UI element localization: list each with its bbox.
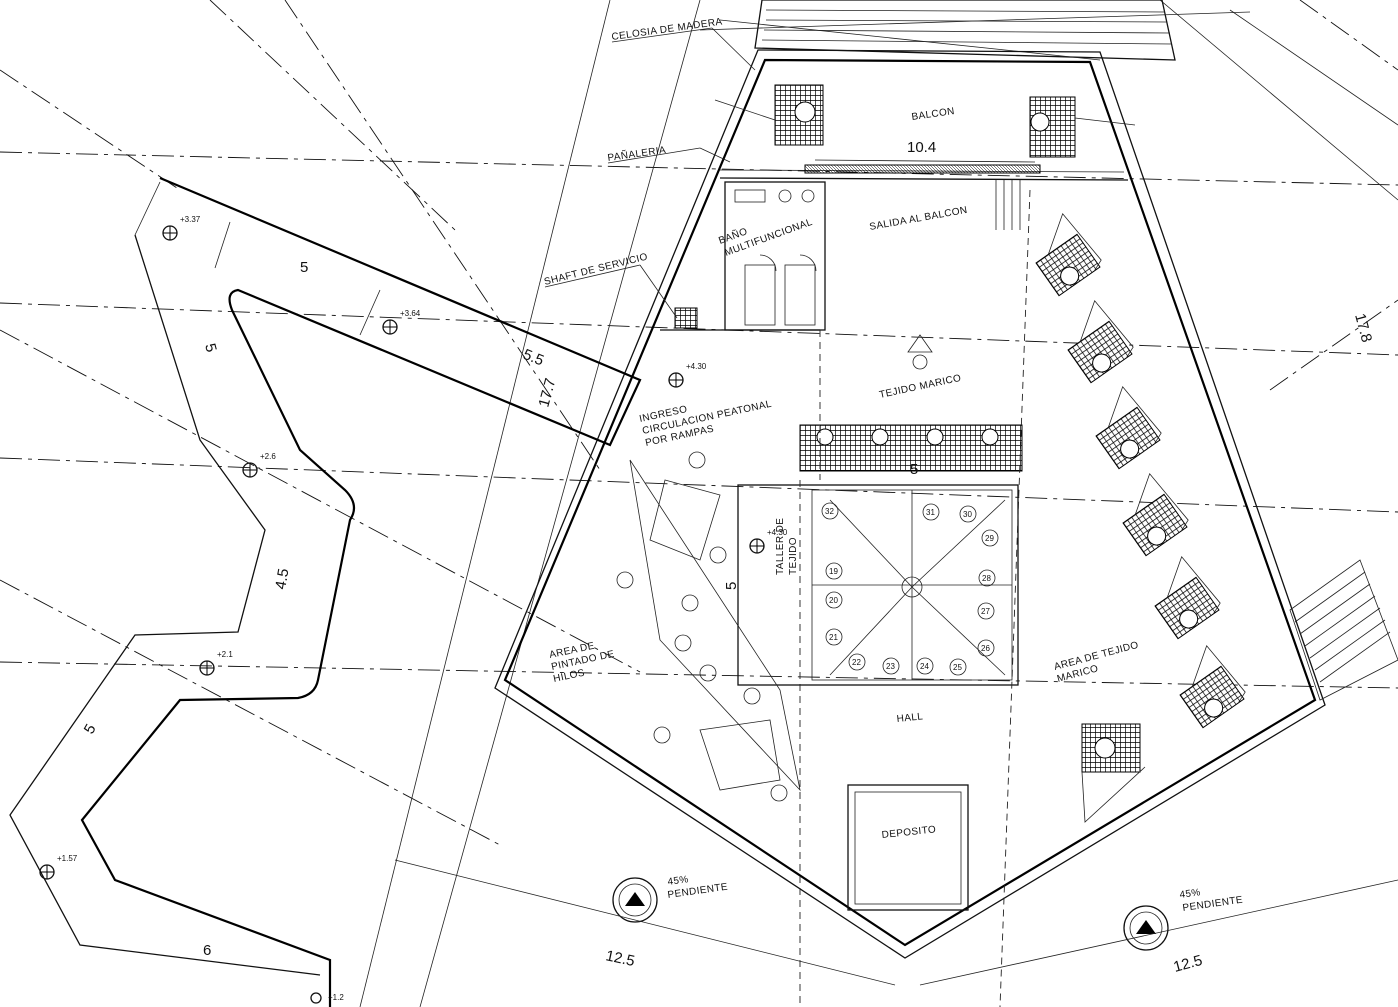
stair-step: 28 — [978, 569, 996, 587]
bench-dimension: 5 — [910, 461, 918, 478]
balcony: BALCON 10.4 — [714, 84, 1136, 174]
stair-steps: 19 20 21 22 23 24 25 26 27 28 29 30 31 3… — [821, 502, 999, 676]
level-marker: +2.6 — [242, 452, 276, 478]
svg-text:26: 26 — [981, 644, 990, 653]
ramp-5-top: 5 — [300, 259, 308, 276]
stair-step: 32 — [821, 502, 839, 520]
svg-text:+1.57: +1.57 — [57, 854, 78, 863]
balcon-width-dimension: 10.4 — [907, 139, 936, 156]
svg-text:+1.2: +1.2 — [328, 993, 344, 1002]
level-marker: +3.37 — [162, 215, 201, 241]
stair-step: 23 — [882, 657, 900, 675]
taller-dimension: 5 — [723, 582, 740, 590]
svg-text:28: 28 — [982, 574, 991, 583]
bottom-dimensions: 12.5 12.5 — [394, 859, 1398, 986]
ramp-5-left: 5 — [201, 342, 220, 354]
right-stair — [1289, 559, 1398, 701]
building-outline — [494, 49, 1326, 959]
svg-text:+4.30: +4.30 — [686, 362, 707, 371]
svg-text:31: 31 — [926, 508, 935, 517]
svg-text:27: 27 — [981, 607, 990, 616]
level-markers: +3.37 +3.64 +2.6 +2.1 +1.57 +1.2 +4.30 +… — [39, 215, 788, 1004]
svg-text:19: 19 — [829, 567, 838, 576]
deposito: DEPOSITO — [847, 784, 969, 911]
svg-text:20: 20 — [829, 596, 838, 605]
stair-step: 31 — [922, 503, 940, 521]
stair-step: 19 — [825, 562, 843, 580]
stair-step: 22 — [848, 653, 866, 671]
celosia-lattice — [699, 0, 1251, 61]
svg-text:+4.30: +4.30 — [767, 528, 788, 537]
level-marker: +4.30 — [749, 528, 788, 554]
deposito-label: DEPOSITO — [881, 824, 937, 841]
weaving-bench: 5 — [799, 424, 1023, 478]
level-marker: +1.2 — [310, 992, 344, 1004]
hall-label: HALL — [896, 711, 924, 725]
stair-step: 27 — [977, 602, 995, 620]
svg-text:+3.37: +3.37 — [180, 215, 201, 224]
ramp-5-5: 5.5 — [521, 346, 547, 370]
svg-text:+3.64: +3.64 — [400, 309, 421, 318]
ramp-4-5: 4.5 — [272, 567, 292, 590]
balcon-label: BALCON — [911, 106, 956, 123]
slope-right: 45% PENDIENTE — [1123, 887, 1244, 951]
panaleria-label: PAÑALERIA — [607, 143, 667, 164]
svg-text:23: 23 — [886, 662, 895, 671]
stair-step: 26 — [977, 639, 995, 657]
svg-text:+2.6: +2.6 — [260, 452, 276, 461]
svg-text:25: 25 — [953, 663, 962, 672]
svg-text:45%: 45% — [1179, 887, 1202, 901]
tejido-marico-label: TEJIDO MARICO — [878, 373, 962, 401]
bathroom: BAÑO MULTIFUNCIONAL — [674, 181, 826, 331]
svg-text:24: 24 — [920, 662, 929, 671]
svg-text:45%: 45% — [667, 874, 690, 888]
level-marker: +3.64 — [382, 309, 421, 335]
level-marker: +2.1 — [199, 650, 233, 676]
svg-text:21: 21 — [829, 633, 838, 642]
svg-text:29: 29 — [985, 534, 994, 543]
slope-left: 45% PENDIENTE — [612, 874, 729, 923]
stair-step: 30 — [959, 505, 977, 523]
tejido-marico-mark — [907, 334, 933, 370]
stair-step: 20 — [825, 591, 843, 609]
stair-step: 25 — [949, 658, 967, 676]
level-marker: +1.57 — [39, 854, 78, 880]
svg-text:22: 22 — [852, 658, 861, 667]
zigzag-ramp: 5 5 4.5 5 6 5.5 17.7 — [9, 176, 642, 1007]
taller-label-1: TALLER DE — [775, 518, 786, 575]
taller-tejido: TALLER DE TEJIDO 5 — [723, 189, 1031, 1007]
shaft-label: SHAFT DE SERVICIO — [543, 251, 649, 287]
salida-balcon-label: SALIDA AL BALCON — [869, 205, 969, 233]
celosia-label: CELOSIA DE MADERA — [611, 17, 723, 43]
svg-text:32: 32 — [825, 507, 834, 516]
svg-text:30: 30 — [963, 510, 972, 519]
stair-step: 24 — [916, 657, 934, 675]
right-depth-dimension: 17.8 — [1351, 312, 1375, 345]
ramp-6-bottom: 6 — [203, 942, 211, 959]
svg-text:12.5: 12.5 — [604, 947, 636, 970]
looms — [1035, 213, 1246, 823]
ramp-5-lower: 5 — [81, 721, 100, 737]
svg-text:12.5: 12.5 — [1172, 952, 1205, 976]
ramp-17-7: 17.7 — [535, 376, 559, 409]
svg-text:+2.1: +2.1 — [217, 650, 233, 659]
level-marker: +4.30 — [668, 362, 707, 388]
balcony-door — [995, 180, 1021, 230]
taller-label-2: TEJIDO — [788, 537, 799, 575]
stair-step: 21 — [825, 628, 843, 646]
stair-step: 29 — [981, 529, 999, 547]
